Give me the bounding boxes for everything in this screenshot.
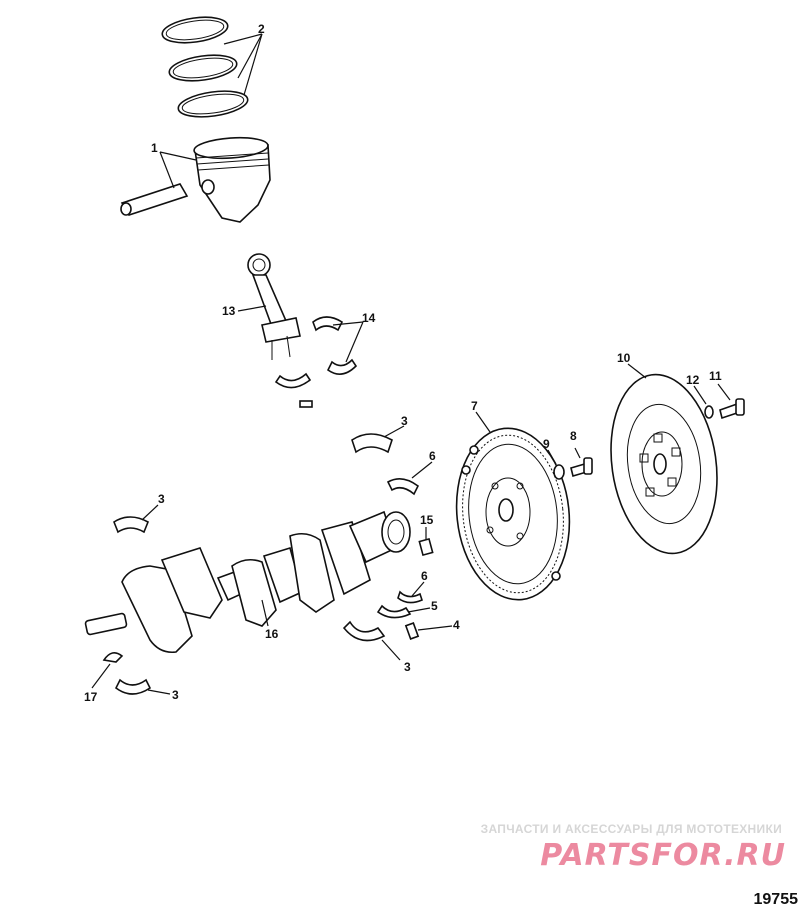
- figure-number: 19755: [753, 891, 799, 908]
- callout-2: 2: [258, 22, 265, 36]
- callout-3: 3: [401, 414, 408, 428]
- rod-bearing-shells: [274, 316, 358, 389]
- watermark-logo: PARTSFOR.RU: [540, 838, 786, 873]
- callout-3: 3: [158, 492, 165, 506]
- connecting-rod: [247, 253, 313, 408]
- callout-10: 10: [617, 351, 631, 365]
- callout-leader-lines: [91, 33, 731, 695]
- flywheel-bolt-and-washer: [553, 457, 593, 480]
- callout-4: 4: [453, 618, 460, 632]
- callout-6: 6: [429, 449, 436, 463]
- watermark-tagline: ЗАПЧАСТИ И АКСЕССУАРЫ ДЛЯ МОТОТЕХНИКИ: [480, 822, 782, 836]
- callout-labels: 2 1 13 14 3 6 3 15 6 5 4 3 16 17 3 7 9 8…: [84, 22, 722, 704]
- callout-17: 17: [84, 690, 98, 704]
- flywheel-flexplate: [455, 427, 571, 601]
- callout-5: 5: [431, 599, 438, 613]
- callout-3: 3: [172, 688, 179, 702]
- piston-rings: [161, 16, 249, 118]
- callout-11: 11: [709, 369, 722, 383]
- main-bearing-shells: [102, 433, 434, 695]
- callout-1: 1: [151, 141, 158, 155]
- callout-7: 7: [471, 399, 478, 413]
- callout-13: 13: [222, 304, 236, 318]
- clutch-bolt-and-washer: [704, 398, 745, 420]
- callout-6: 6: [421, 569, 428, 583]
- callout-14: 14: [362, 311, 376, 325]
- callout-16: 16: [265, 627, 279, 641]
- callout-12: 12: [686, 373, 700, 387]
- piston-assembly: [120, 136, 271, 223]
- crankshaft: [84, 510, 411, 654]
- callout-8: 8: [570, 429, 577, 443]
- callout-9: 9: [543, 437, 550, 451]
- clutch-disc: [610, 373, 718, 555]
- callout-3: 3: [404, 660, 411, 674]
- callout-15: 15: [420, 513, 434, 527]
